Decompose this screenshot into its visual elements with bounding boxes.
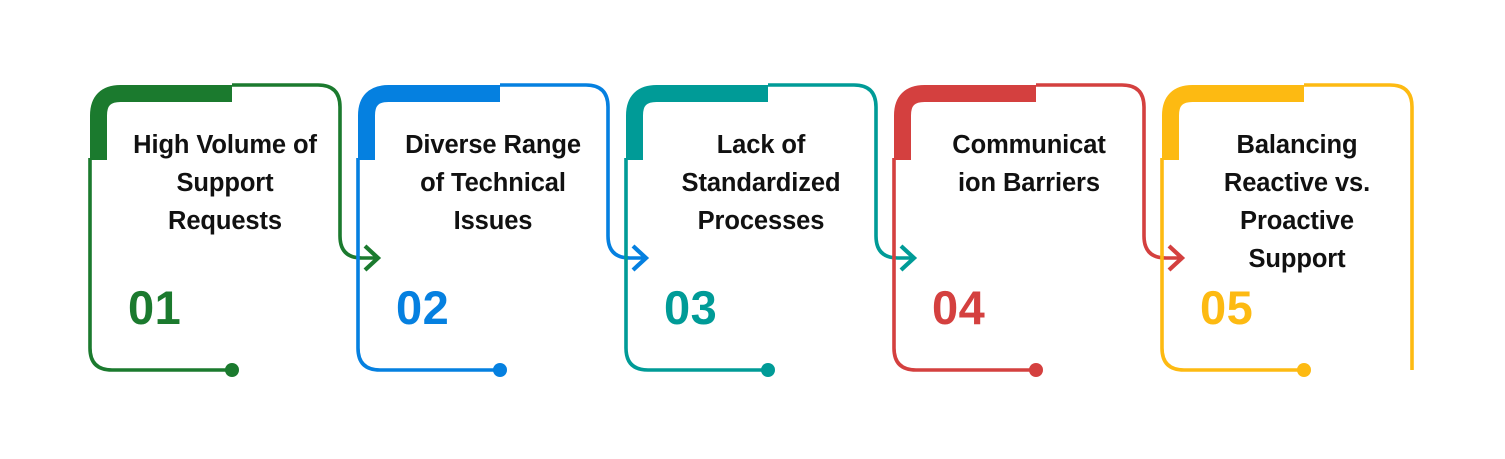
step-card-04[interactable]: Communicat ion Barriers 04 [894,70,1162,400]
step-title: Diverse Range of Technical Issues [405,131,581,235]
step-number: 01 [128,281,182,334]
step-card-05[interactable]: Balancing Reactive vs. Proactive Support… [1162,70,1430,400]
step-card-03[interactable]: Lack of Standardized Processes 03 [626,70,894,400]
step-number: 03 [664,281,718,334]
step-title: Lack of Standardized Processes [681,131,841,235]
step-title: Communicat ion Barriers [952,131,1106,197]
step-title: High Volume of Support Requests [133,131,317,235]
step-number: 05 [1200,281,1254,334]
step-card-01[interactable]: High Volume of Support Requests 01 [90,70,358,400]
step-title: Balancing Reactive vs. Proactive Support [1223,131,1371,273]
step-card-02[interactable]: Diverse Range of Technical Issues 02 [358,70,626,400]
step-number: 04 [932,281,986,334]
step-number: 02 [396,281,450,334]
